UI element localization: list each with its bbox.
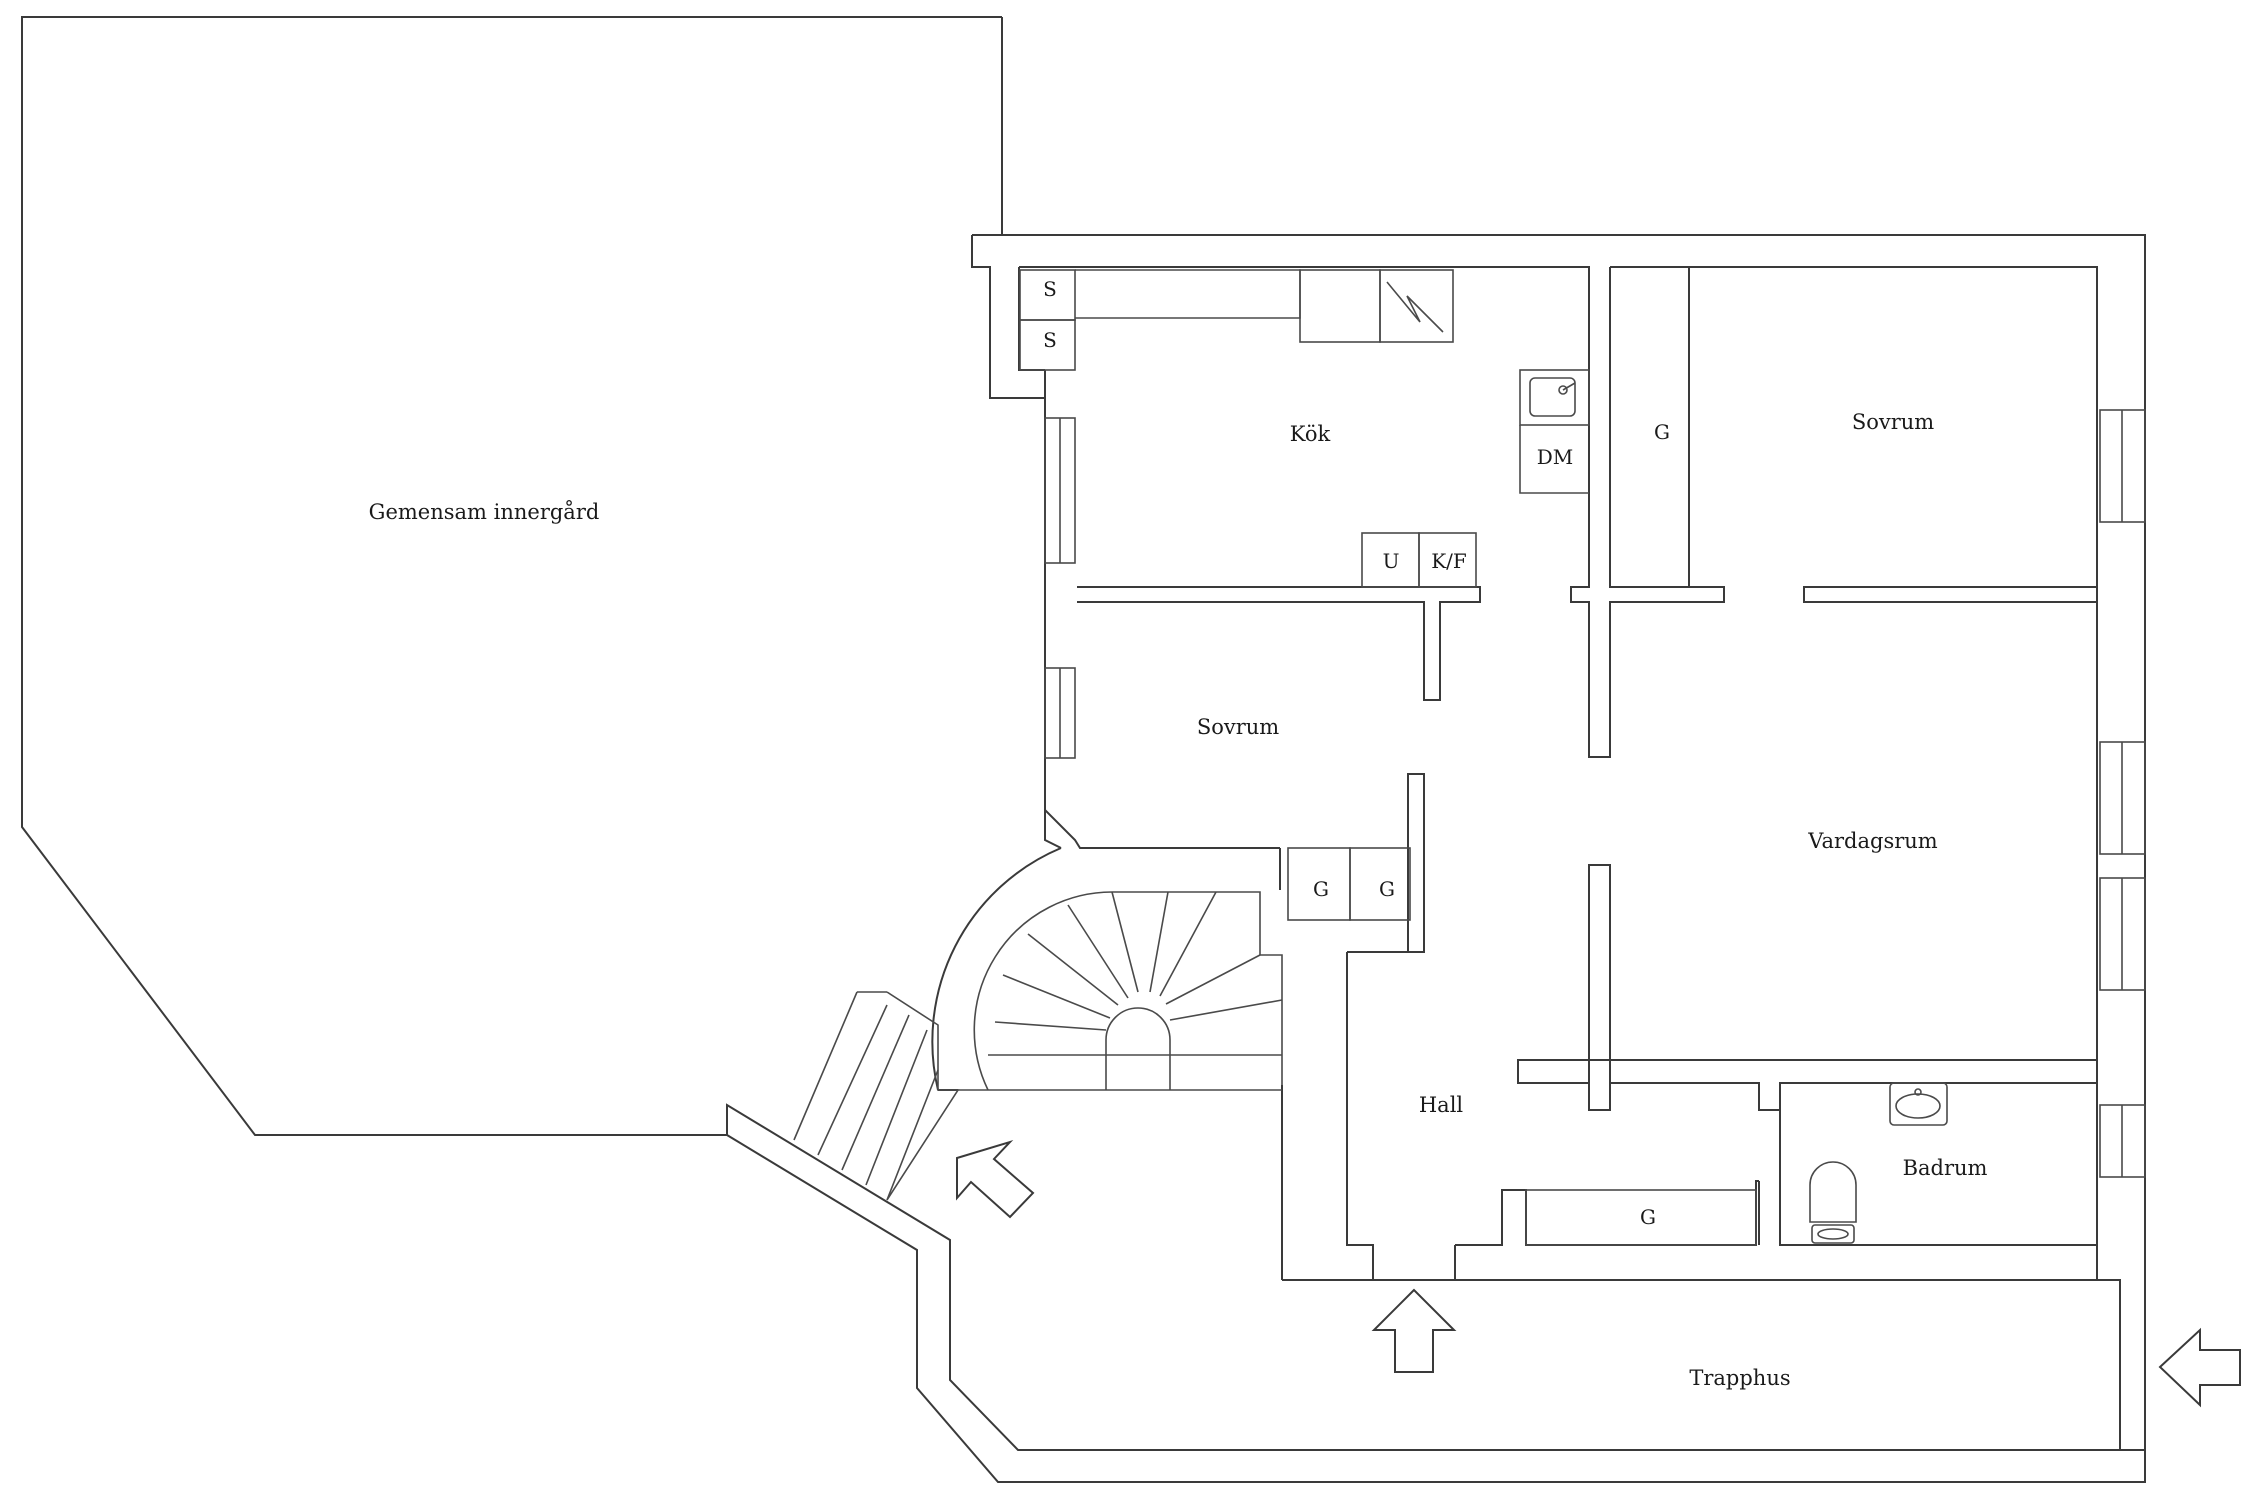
label-u: U xyxy=(1383,549,1400,573)
entrance-stairs xyxy=(793,991,960,1201)
label-g1: G xyxy=(1313,877,1329,901)
windows xyxy=(1044,409,2146,1178)
label-hall: Hall xyxy=(1419,1093,1464,1117)
label-bathroom: Badrum xyxy=(1903,1156,1988,1180)
label-bedroom-left: Sovrum xyxy=(1197,715,1279,739)
label-bedroom-top: Sovrum xyxy=(1852,410,1934,434)
label-kitchen: Kök xyxy=(1290,422,1331,446)
label-s1: S xyxy=(1043,277,1057,301)
arrow-up-icon xyxy=(1371,1288,1457,1373)
stove-flue-symbol xyxy=(1386,281,1444,333)
label-g2: G xyxy=(1379,877,1395,901)
entrance-arrows xyxy=(956,1139,2241,1408)
sink-icon xyxy=(1889,1082,1948,1126)
arrow-up-right-icon xyxy=(956,1139,1035,1219)
label-s2: S xyxy=(1043,328,1057,352)
arrow-left-icon xyxy=(2158,1327,2241,1408)
outer-walls xyxy=(726,17,2146,1483)
label-kf: K/F xyxy=(1431,549,1467,573)
label-courtyard: Gemensam innergård xyxy=(369,500,600,524)
fixture-labels: S S U K/F DM G G G G xyxy=(1043,277,1670,1229)
label-living: Vardagsrum xyxy=(1807,829,1938,853)
label-stairwell: Trapphus xyxy=(1689,1366,1790,1390)
spiral-staircase xyxy=(931,847,1283,1091)
label-dm: DM xyxy=(1537,445,1574,469)
interior-walls xyxy=(1077,267,2098,1280)
label-g-top: G xyxy=(1654,420,1670,444)
label-g-hall: G xyxy=(1640,1205,1656,1229)
courtyard-outline xyxy=(21,16,1002,1136)
closets xyxy=(1287,847,1757,1246)
toilet-icon xyxy=(1809,1161,1857,1244)
bathroom-fixtures xyxy=(1809,1082,1948,1244)
kitchen-fixtures xyxy=(1019,269,1590,588)
room-labels: Gemensam innergård Kök Sovrum Sovrum Var… xyxy=(369,410,1988,1390)
